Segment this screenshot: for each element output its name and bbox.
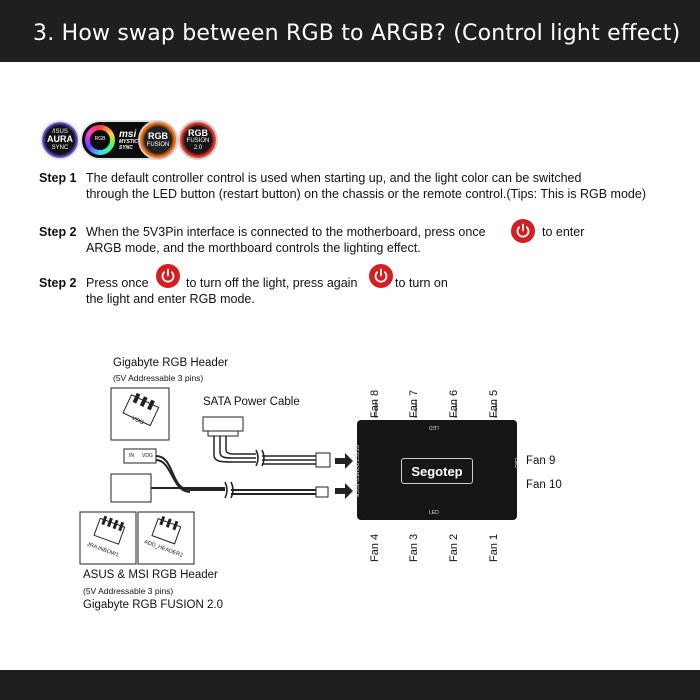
rgb-fusion-logo: RGB FUSION	[138, 120, 178, 160]
step-2-line2: ARGB mode, and the morthboard controls t…	[86, 241, 421, 255]
gigabyte-header-pins: (5V Addressable 3 pins)	[113, 373, 204, 383]
rgb-fusion-2-logo-line3: 2.0	[193, 144, 203, 151]
asus-msi-header-label: ASUS & MSI RGB Header	[83, 569, 218, 581]
footer-bar	[0, 670, 700, 700]
step-1-line2: through the LED button (restart button) …	[86, 187, 646, 201]
fan-9-label: Fan 9	[526, 455, 556, 467]
fan-7-label: Fan 7	[408, 389, 420, 418]
step-2-label: Step 2	[39, 225, 77, 239]
power-icon	[369, 264, 393, 288]
rgb-fusion-2-logo: RGB FUSION 2.0	[178, 120, 218, 160]
step-3-label: Step 2	[39, 276, 77, 290]
fan-4-label: Fan 4	[369, 533, 381, 562]
step-1-line1: The default controller control is used w…	[86, 171, 582, 185]
power-icon	[511, 219, 535, 243]
hub-led-right-label: LED	[513, 458, 520, 468]
addr-header-label: ADD_HEADER2	[143, 539, 184, 559]
fan-1-label: Fan 1	[488, 533, 500, 562]
rgb-fusion-logo-line2: FUSION	[146, 141, 170, 148]
sata-cable-label: SATA Power Cable	[203, 396, 300, 408]
step-2-line1a: When the 5V3Pin interface is connected t…	[86, 225, 486, 239]
rgb-fusion-2-logo-line2: FUSION	[186, 138, 210, 145]
fan-2-label: Fan 2	[448, 533, 460, 562]
fan-6-label: Fan 6	[448, 389, 460, 418]
page-title: 3. How swap between RGB to ARGB? (Contro…	[33, 21, 681, 46]
asus-aura-logo-line1: /ISUS	[52, 128, 68, 135]
fan-8-label: Fan 8	[369, 389, 381, 418]
cable-vdg-label: VDG	[142, 453, 153, 459]
msi-logo-sub: MYSTIC LIGHT SYNC	[119, 139, 155, 151]
hub-led-top-label: LED	[429, 424, 439, 430]
hub-side-labels: RESET POWER ARGB	[353, 445, 359, 498]
gigabyte-fusion-label: Gigabyte RGB FUSION 2.0	[83, 599, 223, 611]
asus-aura-logo: /ISUS AURA SYNC	[40, 120, 80, 160]
step-3-line2: the light and enter RGB mode.	[86, 292, 255, 306]
msi-mystic-light-logo: RGB msi MYSTIC LIGHT SYNC	[80, 120, 172, 160]
step-3-line1a: Press once	[86, 276, 149, 290]
msi-logo-rgb: RGB	[90, 130, 110, 150]
step-2-line1b: to enter	[542, 225, 585, 239]
power-icon	[156, 264, 180, 288]
connector-vdg-label: VDG	[130, 415, 145, 427]
step-3-line1b: to turn off the light, press again	[186, 276, 358, 290]
fan-3-label: Fan 3	[408, 533, 420, 562]
fan-10-label: Fan 10	[526, 479, 562, 491]
segotep-controller-hub: LED RESET POWER ARGB Segotep LED LED	[353, 420, 520, 520]
asus-aura-logo-line3: SYNC	[51, 144, 69, 151]
asus-aura-logo-line2: AURA	[47, 134, 73, 145]
step-3-line1c: to turn on	[395, 276, 448, 290]
rgb-fusion-2-logo-line1: RGB	[188, 127, 208, 138]
msi-logo-brand: msi	[119, 129, 137, 140]
gigabyte-header-box	[110, 387, 170, 441]
jrainbow-label: JRA INBOW1	[85, 541, 120, 559]
hub-brand: Segotep	[401, 458, 473, 484]
hub-led-bottom-label: LED	[429, 510, 439, 516]
step-1-label: Step 1	[39, 171, 77, 185]
header-bar: 3. How swap between RGB to ARGB? (Contro…	[0, 0, 700, 62]
msi-ring-icon: RGB	[85, 125, 115, 155]
rgb-fusion-logo-line1: RGB	[148, 131, 168, 142]
fan-5-label: Fan 5	[488, 389, 500, 418]
gigabyte-header-label: Gigabyte RGB Header	[113, 357, 229, 369]
cable-in-label: IN	[129, 453, 134, 459]
asus-msi-header-pins: (5V Addressable 3 pins)	[83, 586, 174, 596]
